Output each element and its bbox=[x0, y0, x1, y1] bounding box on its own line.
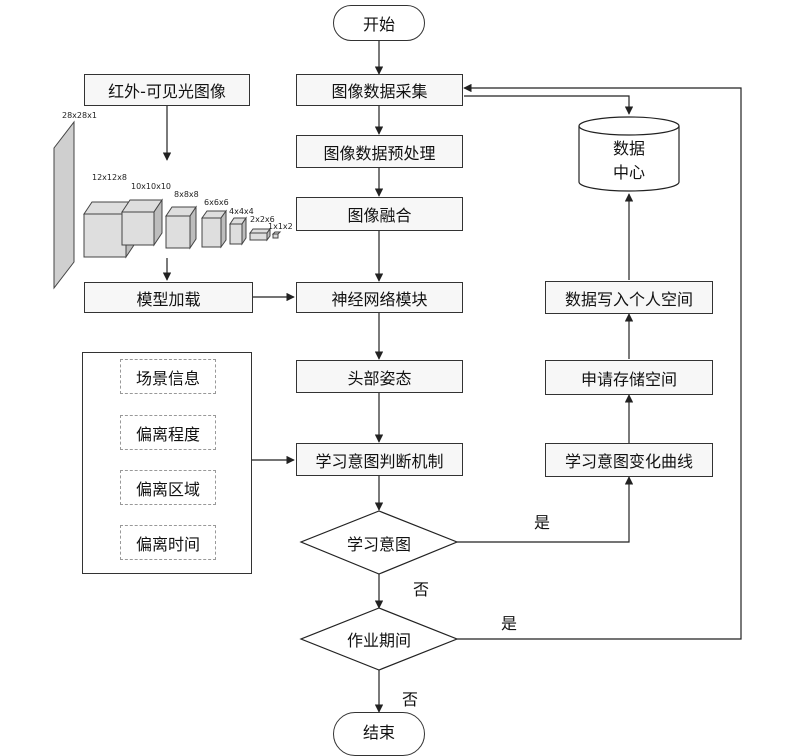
cnn-layer-label: 12x12x8 bbox=[92, 173, 127, 182]
data-center-label-line1: 数据 bbox=[612, 139, 645, 158]
head-pose-box: 头部姿态 bbox=[296, 360, 463, 393]
end-terminal: 结束 bbox=[333, 712, 425, 756]
model-load-box: 模型加载 bbox=[84, 282, 253, 313]
data-center-label-line2: 中心 bbox=[612, 163, 645, 182]
acquire-box: 图像数据采集 bbox=[296, 74, 463, 106]
cnn-layer-label: 6x6x6 bbox=[204, 198, 229, 207]
apply-storage-box: 申请存储空间 bbox=[545, 360, 713, 395]
preprocess-box: 图像数据预处理 bbox=[296, 135, 463, 168]
factor-region: 偏离区域 bbox=[120, 470, 216, 505]
factor-scene: 场景信息 bbox=[120, 359, 216, 394]
cnn-layer-label: 28x28x1 bbox=[62, 111, 97, 120]
curve-box: 学习意图变化曲线 bbox=[545, 443, 713, 477]
decision-work-label: 作业期间 bbox=[346, 631, 411, 650]
decision-intent-label: 学习意图 bbox=[346, 534, 411, 554]
decision-intent-shape bbox=[299, 510, 459, 575]
arrow-intent-yes-to-curve bbox=[457, 476, 634, 543]
cnn-layer-label: 8x8x8 bbox=[174, 190, 199, 199]
decision-work-shape bbox=[299, 607, 459, 671]
fusion-box: 图像融合 bbox=[296, 197, 463, 231]
cnn-layer-label: 10x10x10 bbox=[131, 182, 172, 191]
start-terminal: 开始 bbox=[333, 5, 425, 41]
edge-label-no-intent: 否 bbox=[413, 580, 430, 599]
arrow-acquire-to-datacenter bbox=[464, 95, 634, 115]
ir-image-box: 红外-可见光图像 bbox=[84, 74, 250, 106]
cnn-layer-label: 2x2x6 bbox=[250, 215, 275, 224]
edge-label-no-work: 否 bbox=[402, 690, 419, 709]
judge-box: 学习意图判断机制 bbox=[296, 443, 463, 476]
edge-label-yes-work: 是 bbox=[501, 614, 518, 633]
arrow-work-yes-loop bbox=[457, 83, 742, 640]
factor-degree: 偏离程度 bbox=[120, 415, 216, 450]
cnn-layer-label: 1x1x2 bbox=[268, 222, 293, 231]
cnn-layer-label: 4x4x4 bbox=[229, 207, 254, 216]
write-personal-box: 数据写入个人空间 bbox=[545, 281, 713, 314]
nn-module-box: 神经网络模块 bbox=[296, 282, 463, 313]
edge-label-yes-intent: 是 bbox=[534, 513, 551, 532]
factor-time: 偏离时间 bbox=[120, 525, 216, 560]
data-center-cylinder bbox=[578, 116, 680, 192]
cnn-illustration bbox=[53, 120, 282, 290]
